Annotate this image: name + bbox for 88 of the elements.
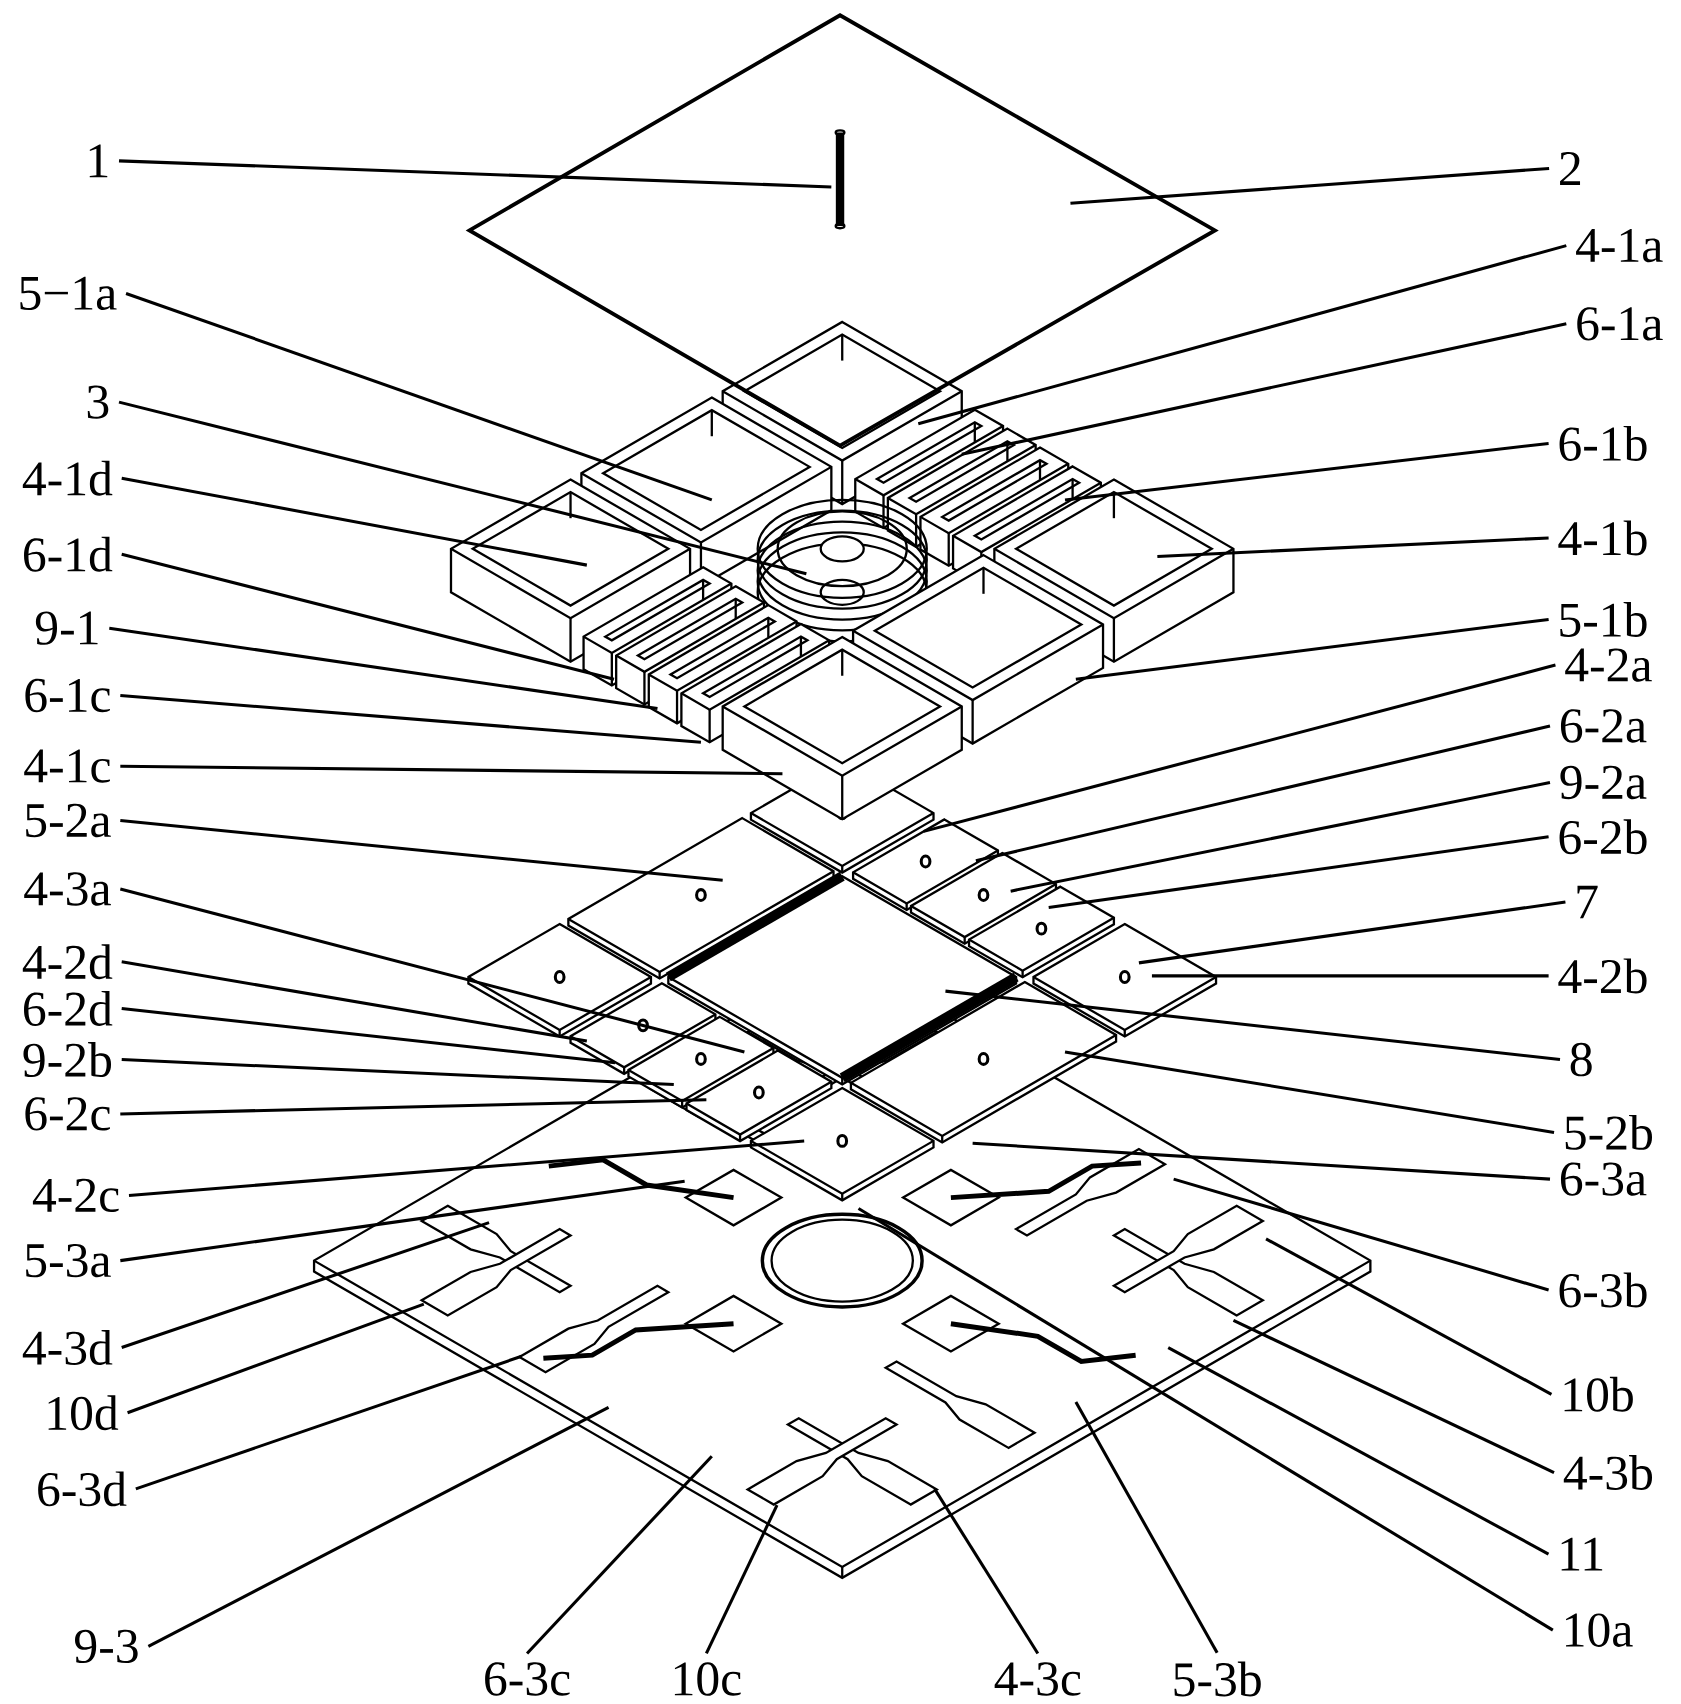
leader-line bbox=[945, 989, 1561, 1062]
callout-number: 3 bbox=[87, 385, 109, 419]
callout-number: 6-2c bbox=[25, 1097, 110, 1131]
leader-line bbox=[1048, 835, 1549, 909]
callout-number: 6-3a bbox=[1560, 1162, 1647, 1196]
callout-number: 5-3a bbox=[26, 1243, 111, 1278]
leader-line bbox=[121, 476, 588, 567]
callout-number: 6-2b bbox=[1559, 819, 1647, 855]
leader-line bbox=[975, 724, 1551, 863]
leader-line bbox=[857, 1207, 1554, 1632]
leader-line bbox=[120, 818, 723, 882]
leader-line bbox=[125, 292, 713, 502]
callout-number: 6-3b bbox=[1559, 1272, 1647, 1308]
callout-number: 9-1 bbox=[35, 611, 98, 645]
leader-line bbox=[121, 1007, 616, 1065]
leader-line bbox=[525, 1455, 713, 1655]
leader-line bbox=[1167, 1346, 1550, 1556]
leader-line bbox=[121, 1221, 490, 1349]
leader-line bbox=[121, 552, 615, 681]
leader-line bbox=[1265, 1237, 1553, 1396]
callout-number: 1 bbox=[89, 144, 108, 178]
leader-line bbox=[126, 1302, 425, 1415]
callout-number: 6-2d bbox=[23, 991, 113, 1026]
leader-line bbox=[1151, 974, 1549, 978]
callout-number: 6-1b bbox=[1559, 425, 1647, 461]
leader-line bbox=[118, 400, 807, 576]
leader-line bbox=[1173, 1177, 1549, 1292]
callout-number: 5-2b bbox=[1565, 1114, 1652, 1150]
callout-number: 6-3d bbox=[38, 1471, 127, 1507]
leader-line bbox=[121, 1058, 674, 1087]
leader-line bbox=[1138, 900, 1566, 965]
leader-line bbox=[118, 159, 832, 189]
leader-line bbox=[917, 244, 1567, 426]
leader-line bbox=[121, 960, 587, 1043]
leader-line bbox=[1232, 1319, 1555, 1474]
leader-line bbox=[704, 1504, 779, 1655]
leader-line bbox=[128, 1139, 805, 1197]
callout-number: 4-3d bbox=[22, 1330, 113, 1366]
callout-number: 6-2a bbox=[1560, 709, 1647, 743]
callout-number: 5-3b bbox=[1174, 1661, 1261, 1697]
leader-line bbox=[972, 1141, 1550, 1181]
callout-number: 6-3c bbox=[485, 1662, 570, 1696]
callout-number: 4-3a bbox=[24, 872, 111, 906]
leader-line bbox=[1064, 441, 1549, 502]
callout-number: 4-2c bbox=[32, 1178, 119, 1213]
callout-number: 8 bbox=[1570, 1042, 1592, 1077]
callout-number: 4-2d bbox=[22, 944, 113, 980]
callout-number: 9-3 bbox=[74, 1629, 138, 1664]
leader-line bbox=[1157, 536, 1549, 558]
callout-number: 9-2b bbox=[23, 1042, 111, 1078]
callout-number: 11 bbox=[1561, 1537, 1603, 1571]
leader-line bbox=[120, 1179, 685, 1263]
callout-number: 4-1d bbox=[22, 460, 113, 496]
leader-line bbox=[120, 1098, 707, 1116]
leader-line bbox=[120, 694, 701, 744]
callout-number: 6-1a bbox=[1577, 307, 1663, 341]
callout-number: 2 bbox=[1560, 152, 1580, 185]
callout-number: 6-1c bbox=[25, 678, 110, 713]
callout-number: 4-2a bbox=[1565, 648, 1652, 682]
leader-line bbox=[961, 322, 1567, 456]
callout-number: 10a bbox=[1565, 1613, 1633, 1647]
leader-line bbox=[119, 887, 745, 1054]
leader-line bbox=[923, 663, 1556, 833]
leader-line bbox=[1074, 1401, 1219, 1654]
leader-line bbox=[1010, 780, 1551, 893]
leader-line bbox=[1070, 166, 1550, 205]
leader-line bbox=[1075, 617, 1549, 681]
callout-number: 4-3c bbox=[994, 1662, 1081, 1696]
callout-number: 9-2a bbox=[1560, 765, 1647, 800]
callout-number: 10c bbox=[674, 1662, 741, 1696]
leader-line bbox=[120, 764, 783, 776]
callout-number: 6-1d bbox=[23, 536, 113, 572]
callout-number: 10d bbox=[48, 1395, 119, 1431]
callout-number: 5-1b bbox=[1560, 602, 1647, 637]
callout-number: 10b bbox=[1564, 1376, 1633, 1412]
callout-number: 4-3b bbox=[1563, 1455, 1652, 1490]
callout-number: 4-2b bbox=[1558, 958, 1647, 994]
callout-number: 4-1b bbox=[1558, 520, 1647, 556]
callout-number: 5-2a bbox=[26, 803, 111, 838]
leader-line bbox=[147, 1406, 610, 1648]
leader-line bbox=[135, 1354, 523, 1491]
callout-number: 4-1a bbox=[1575, 229, 1663, 263]
leader-line bbox=[933, 1488, 1040, 1655]
leader-line bbox=[1064, 1050, 1555, 1134]
callout-number: 7 bbox=[1577, 885, 1598, 919]
callout-number: 4-1c bbox=[24, 749, 110, 783]
leader-line bbox=[108, 626, 658, 711]
callout-number: 5−1a bbox=[20, 276, 117, 311]
